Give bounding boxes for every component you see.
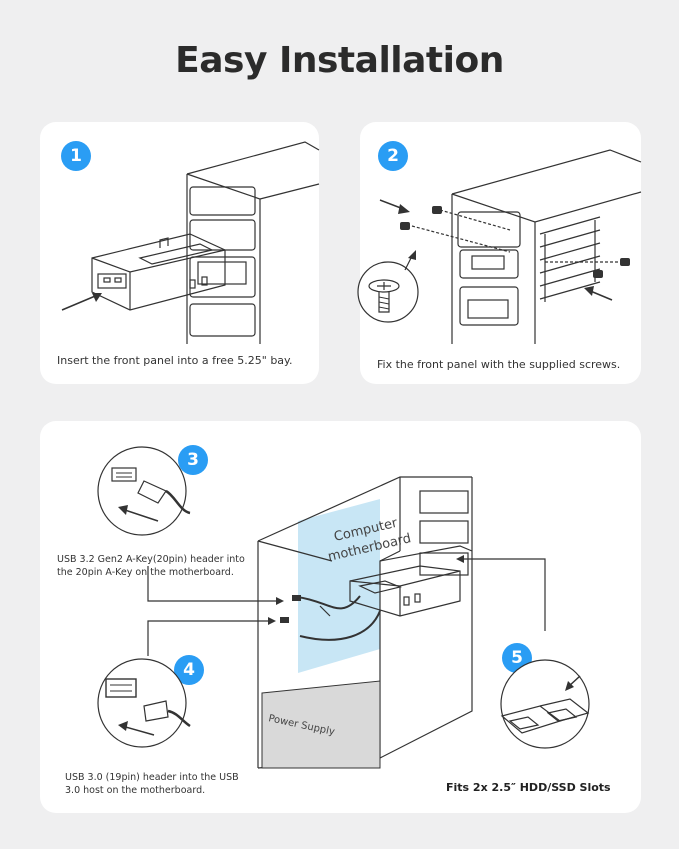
usb-header-icon <box>111 467 137 482</box>
step-2-caption: Fix the front panel with the supplied sc… <box>377 358 621 371</box>
step-3-4-5-card: 3 4 5 Computer motherboard <box>40 421 641 813</box>
page-title: Easy Installation <box>175 40 504 81</box>
drive-tray-magnifier <box>500 659 590 749</box>
step-3-4-5-illustration: Computer motherboard Power <box>97 446 590 769</box>
usb-header-icon <box>280 617 289 623</box>
arrow-icon <box>61 293 102 311</box>
power-supply-box <box>261 680 381 769</box>
step-2-illustration <box>357 149 642 344</box>
usb-header-icon <box>292 595 301 601</box>
usb-header-magnifier <box>97 658 191 748</box>
step-5-caption: Fits 2x 2.5″ HDD/SSD Slots <box>446 781 611 794</box>
step-1-caption: Insert the front panel into a free 5.25"… <box>57 354 293 367</box>
step-1-badge: 1 <box>61 141 91 171</box>
step-2-card: 2 <box>357 122 642 384</box>
usb-header-magnifier <box>97 446 191 536</box>
step-4-caption: USB 3.0 (19pin) header into the USB 3.0 … <box>65 772 239 796</box>
usb-plug-icon <box>143 700 191 728</box>
step-1-card: 1 In <box>40 122 320 384</box>
step-3-caption: USB 3.2 Gen2 A-Key(20pin) header into th… <box>57 554 245 578</box>
usb-plug-icon <box>137 480 191 515</box>
arrow-icon <box>379 199 613 301</box>
step-2-badge: 2 <box>378 141 408 171</box>
drive-tray-icon <box>500 698 590 734</box>
screw-magnifier <box>357 250 419 323</box>
motherboard-panel <box>298 499 380 673</box>
step-1-illustration <box>61 141 320 344</box>
usb-header-icon <box>105 678 137 698</box>
step-3-badge: 3 <box>178 445 208 475</box>
screw-icon <box>400 206 630 278</box>
